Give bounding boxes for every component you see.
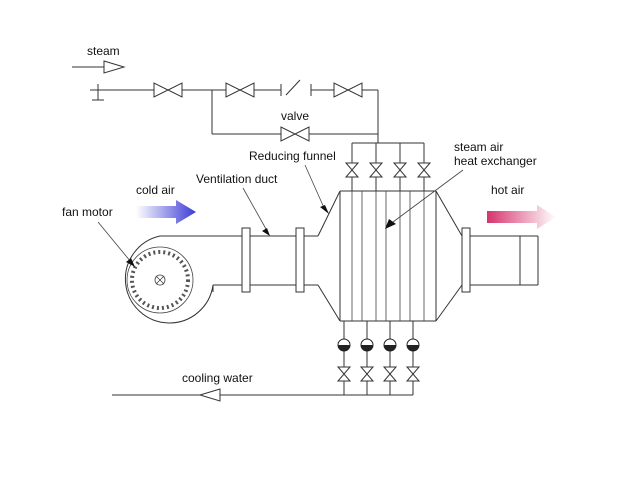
steam-valve-2: [225, 82, 255, 98]
condensate-drops: [336, 321, 421, 395]
heat-exchanger-label-line1: steam air: [454, 140, 503, 154]
fan-impeller: [126, 246, 194, 314]
hot-air-arrow: [487, 205, 556, 229]
reducing-funnel-leader: [304, 164, 329, 214]
cooling-water-line: [112, 388, 413, 402]
steam-check-valve: [280, 79, 312, 97]
branch-valve: [344, 162, 360, 178]
duct-flange-1: [241, 227, 251, 293]
valve-label: valve: [281, 109, 309, 123]
steam-trap: [337, 338, 351, 352]
heat-exchanger-leader: [385, 169, 464, 229]
reducing-funnel-label: Reducing funnel: [249, 149, 336, 163]
ventilation-duct-leader: [242, 187, 270, 236]
steam-trap: [360, 338, 374, 352]
hot-air-label: hot air: [491, 183, 524, 197]
steam-trap: [406, 338, 420, 352]
cold-air-arrow: [136, 200, 196, 224]
fan-housing: [124, 235, 214, 324]
branch-valve: [416, 162, 432, 178]
ventilation-duct-label: Ventilation duct: [196, 172, 278, 186]
heat-exchanger-label-line2: heat exchanger: [454, 154, 537, 168]
steam-valve-3: [333, 82, 363, 98]
drain-valve: [382, 366, 398, 382]
heat-exchanger: [339, 190, 437, 322]
steam-valve-1: [153, 82, 183, 98]
reducing-funnel: [304, 190, 341, 322]
bypass-pipe: [211, 90, 424, 144]
outlet-flange: [461, 227, 471, 293]
drain-valve: [336, 366, 352, 382]
steam-label: steam: [87, 44, 120, 58]
cold-air-label: cold air: [136, 183, 175, 197]
ventilation-duct: [186, 235, 296, 286]
outlet-duct: [470, 235, 539, 286]
duct-flange-2: [295, 227, 305, 293]
steam-inlet-arrow: [72, 60, 126, 74]
outlet-funnel: [435, 190, 463, 322]
branch-valve: [368, 162, 384, 178]
drain-valve: [405, 366, 421, 382]
fan-motor-leader: [97, 221, 135, 267]
branch-valve: [392, 162, 408, 178]
steam-trap: [383, 338, 397, 352]
drain-valve: [359, 366, 375, 382]
bypass-valve: [280, 126, 310, 142]
fan-motor-label: fan motor: [62, 205, 113, 219]
steam-branch-valves: [344, 143, 432, 191]
cooling-water-label: cooling water: [182, 371, 253, 385]
